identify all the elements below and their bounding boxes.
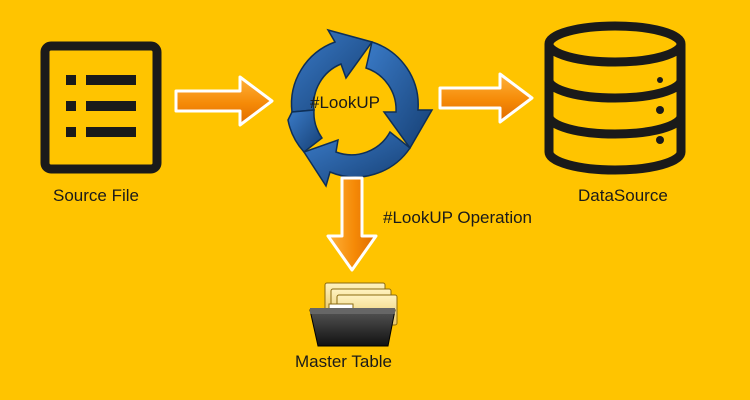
master-table-label: Master Table	[295, 352, 393, 371]
card-file-box-icon	[309, 282, 398, 347]
refresh-cycle-icon	[287, 28, 434, 188]
arrow-source-to-lookup	[174, 75, 274, 127]
list-document-icon	[40, 41, 162, 174]
source-file-label: Source File	[53, 186, 139, 205]
arrow-lookup-to-master	[326, 176, 378, 272]
arrow-lookup-to-datasource	[438, 72, 534, 124]
lookup-operation-label: #LookUP Operation	[383, 208, 533, 227]
datasource-label: DataSource	[578, 186, 668, 205]
lookup-label: #LookUP	[310, 93, 380, 112]
database-icon	[544, 21, 686, 175]
